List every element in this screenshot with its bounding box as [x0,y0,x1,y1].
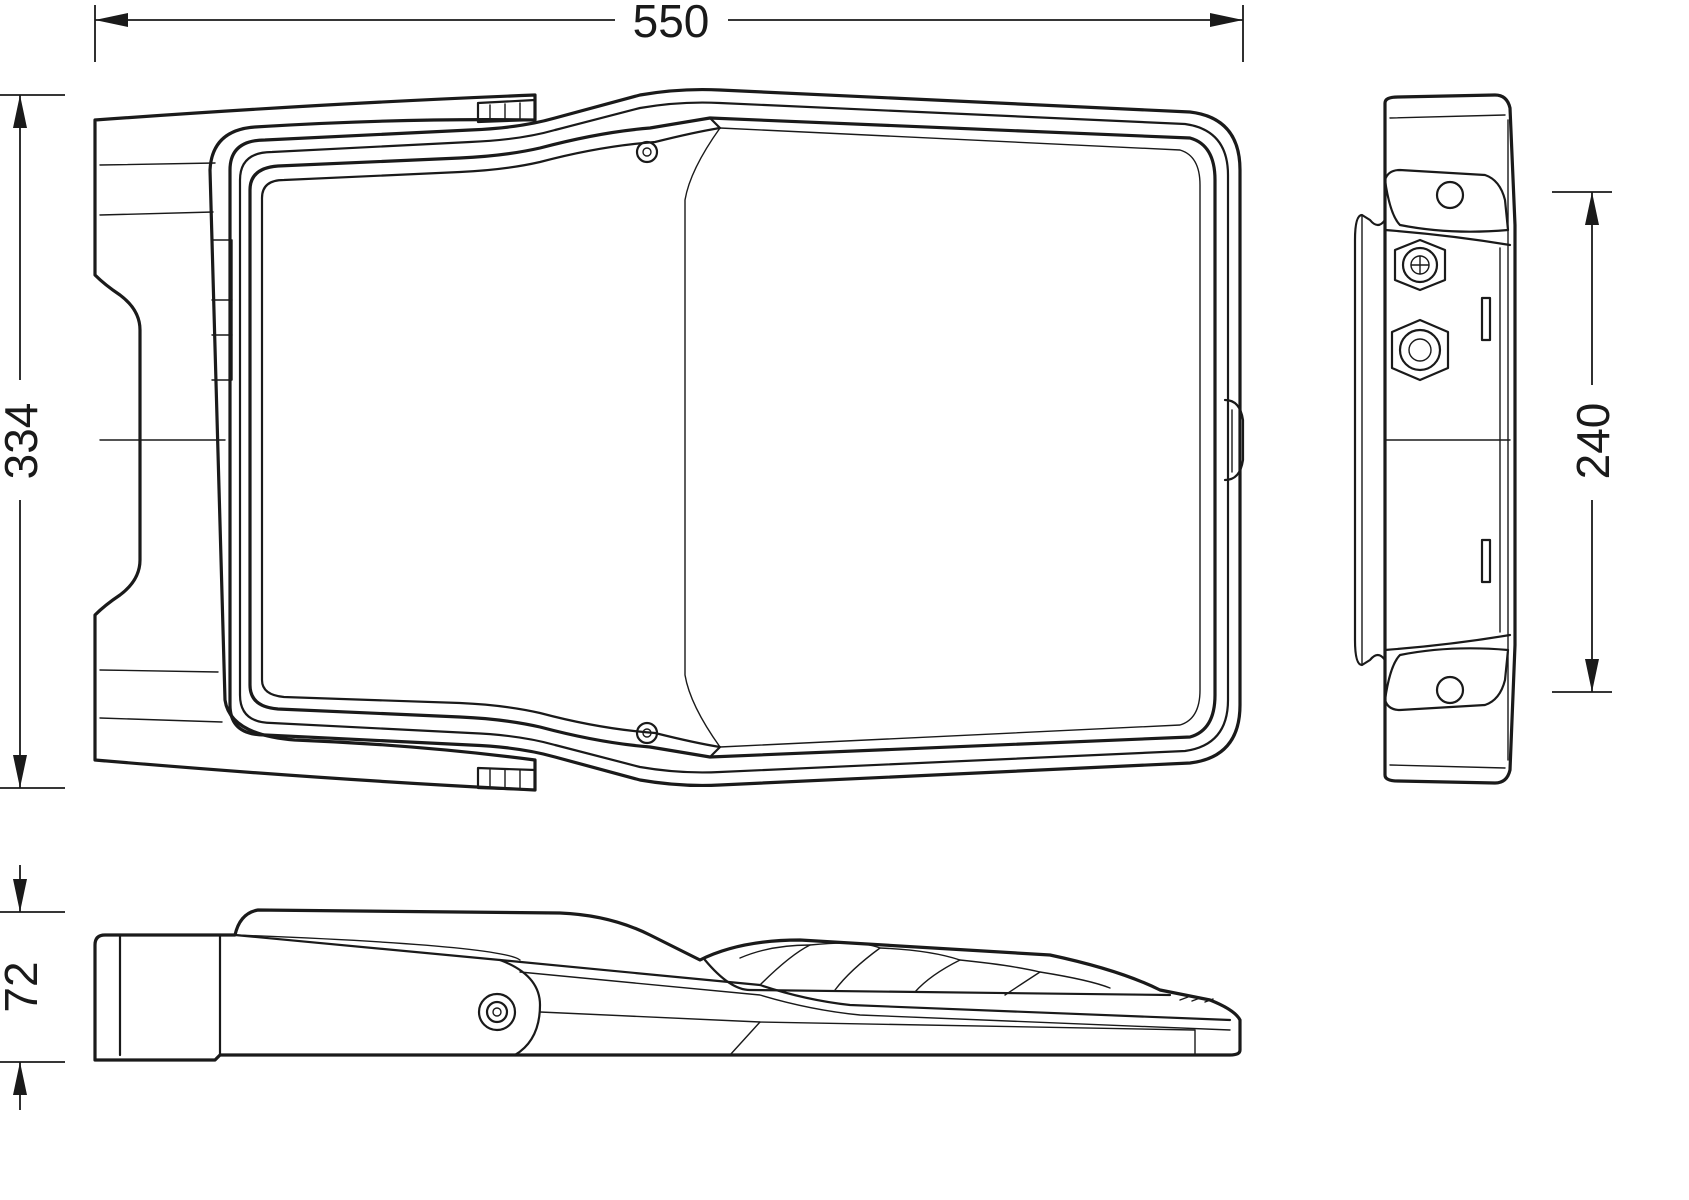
dimension-mount-spacing-label: 240 [1567,403,1619,480]
dimension-width-label: 550 [633,0,710,47]
luminaire-housing [228,87,1245,788]
front-view [93,908,1242,1062]
dimension-height: 72 [0,865,65,1110]
side-view [1353,93,1517,785]
dimension-depth-label: 334 [0,403,47,480]
top-view [93,87,1245,792]
mounting-bracket [93,93,537,792]
dimension-width: 550 [94,0,1244,62]
dimension-depth: 334 [0,94,65,789]
dimension-height-label: 72 [0,961,47,1012]
dimension-mount-spacing: 240 [1552,191,1619,693]
